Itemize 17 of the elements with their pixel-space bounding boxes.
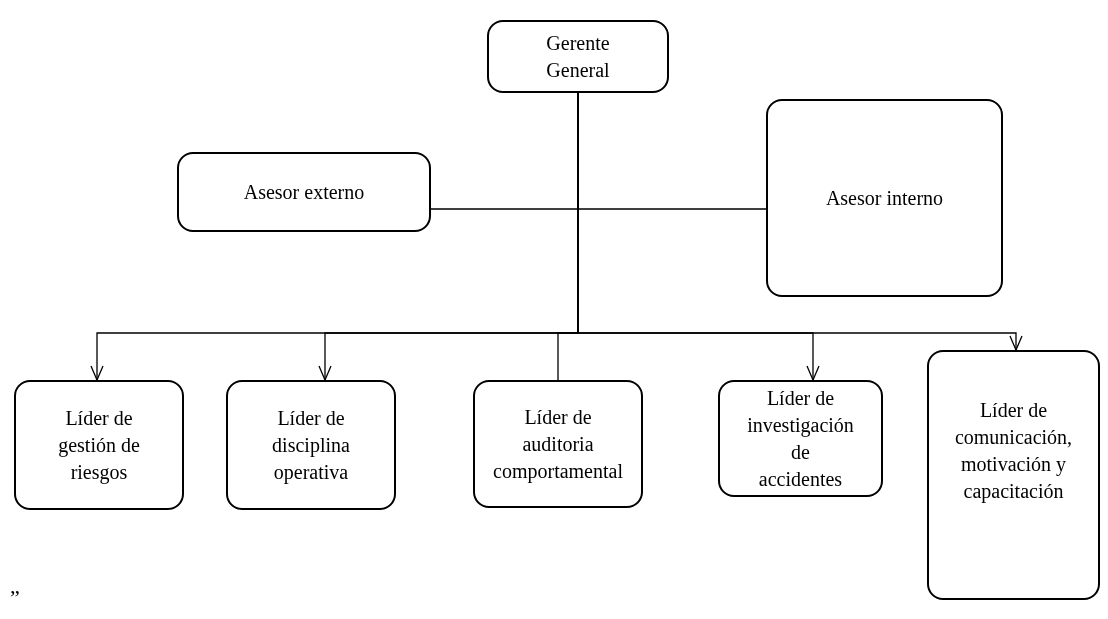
org-box (226, 380, 396, 510)
role-label: Líder de gestión de riesgos (57, 405, 141, 486)
org-box (487, 20, 669, 93)
org-box (718, 380, 883, 497)
role-label: Líder de investigación de accidentes (746, 385, 855, 492)
role-label: Líder de auditoria comportamental (492, 404, 624, 485)
org-box (473, 380, 643, 508)
org-box (766, 99, 1003, 297)
org-box (927, 350, 1100, 600)
role-label: Asesor interno (824, 185, 945, 211)
org-box (14, 380, 184, 510)
org-box (177, 152, 431, 232)
role-label: Asesor externo (242, 179, 366, 205)
role-label: Gerente General (545, 30, 611, 83)
role-label: Líder de comunicación, motivación y capacitación (953, 398, 1074, 505)
role-label: Líder de disciplina operativa (271, 405, 351, 486)
quote-mark: ” (10, 585, 20, 611)
